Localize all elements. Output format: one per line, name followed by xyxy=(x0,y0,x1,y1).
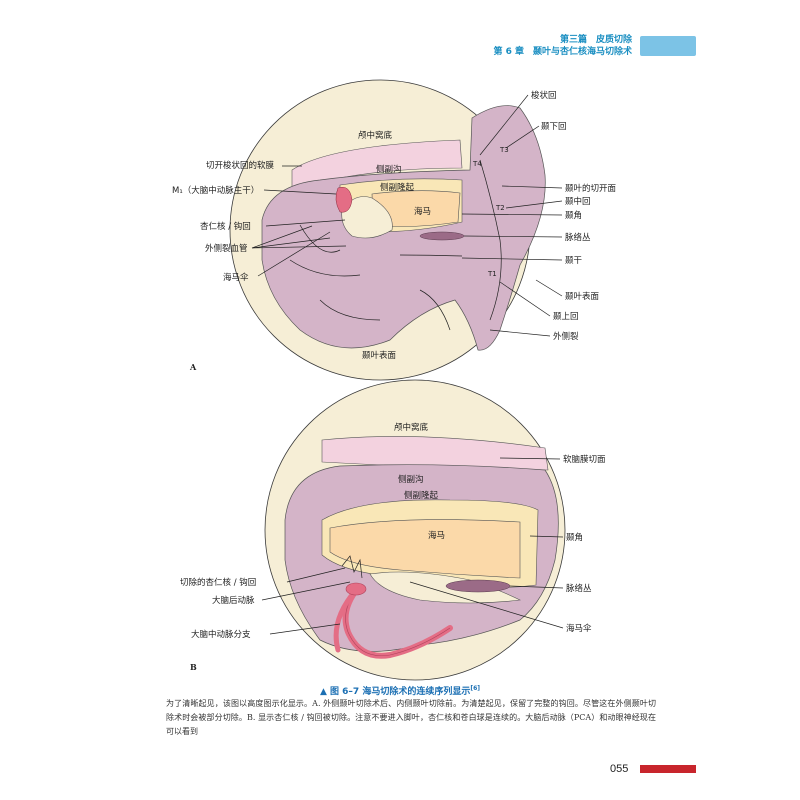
label-b-hippocampus: 海马 xyxy=(428,530,445,541)
caption-ref: [6] xyxy=(470,685,481,692)
figure-a-choroid-plexus xyxy=(419,231,465,241)
page-number: 055 xyxy=(610,763,629,775)
label-a-middle-fossa-floor: 颅中窝底 xyxy=(358,130,393,141)
tag-t3: T3 xyxy=(499,146,509,154)
leader-a-inferior-temporal xyxy=(505,125,540,149)
label-b-pca: 大脑后动脉 xyxy=(212,595,255,606)
page-header: 第三篇 皮质切除 第 6 章 颞叶与杏仁核海马切除术 xyxy=(0,0,800,60)
caption-title: 海马切除术的连续序列显示 xyxy=(362,687,471,697)
leader-a-superior-temporal xyxy=(499,281,551,317)
leader-b-pca xyxy=(261,581,351,601)
figure-b-mca-outline xyxy=(345,587,451,657)
label-a-cut-pia: 切开梭状回的软膜 xyxy=(206,160,275,171)
label-a-temporal-horn: 颞角 xyxy=(565,210,582,221)
leader-a-cut-surface xyxy=(501,185,563,189)
label-b-choroid: 脉络丛 xyxy=(566,583,592,594)
figure-b-choroid-plexus xyxy=(445,579,511,593)
tag-t2: T2 xyxy=(495,204,505,212)
label-a-middle-temporal: 颞中回 xyxy=(565,196,591,207)
label-b-middle-fossa: 颅中窝底 xyxy=(394,422,429,433)
leader-a-amygdala xyxy=(265,219,346,227)
label-a-parahippocampal: 梭状回 xyxy=(531,90,557,101)
figure-a-temporal-edge xyxy=(479,159,502,321)
label-a-temporal-stem: 颞干 xyxy=(565,256,583,266)
panel-a-label: A xyxy=(189,362,197,372)
leader-a-parahippocampal xyxy=(479,94,529,156)
leader-a-choroid xyxy=(463,235,563,238)
label-b-mca-branch: 大脑中动脉分支 xyxy=(191,629,251,640)
label-a-fimbria: 海马伞 xyxy=(223,272,249,283)
label-b-fimbria: 海马伞 xyxy=(566,623,592,634)
label-a-choroid: 脉络丛 xyxy=(565,232,591,243)
leader-b-choroid xyxy=(509,585,564,589)
figure-b-hippocampus xyxy=(329,519,521,579)
leader-a-lateral-surface xyxy=(535,279,563,297)
figure-b-pca xyxy=(345,582,367,596)
caption-body-text: 为了清晰起见，该图以高度图示化显示。A. 外侧颞叶切除术后、内侧颞叶切除前。为清… xyxy=(166,699,656,736)
leader-a-temporal-stem xyxy=(461,257,563,261)
label-a-sylvian-vessels: 外侧裂血管 xyxy=(205,243,248,254)
label-b-lateral-sulcus: 侧副沟 xyxy=(398,474,424,485)
tag-t4: T4 xyxy=(472,160,482,168)
label-a-collateral-eminence: 侧副隆起 xyxy=(380,182,415,193)
label-b-pia-cut: 软脑膜切面 xyxy=(563,454,606,465)
figure-b-mca-branch-2 xyxy=(333,587,359,653)
header-text: 第三篇 皮质切除 第 6 章 颞叶与杏仁核海马切除术 xyxy=(493,34,632,58)
figure-b-resection-edge xyxy=(341,555,363,579)
leader-b-resected-amygdala xyxy=(286,567,346,583)
leader-b-temporal-horn xyxy=(529,535,564,538)
leader-b-mca-branch xyxy=(269,623,341,635)
figure-a-m1-artery xyxy=(335,187,353,213)
caption-number: ▲ 图 6–7 xyxy=(319,687,360,697)
figure-b-fimbria xyxy=(369,571,522,604)
label-a-sylvian-fissure: 外侧裂 xyxy=(553,331,579,342)
footer-accent-bar xyxy=(640,765,696,773)
leader-a-m1 xyxy=(263,189,337,195)
label-a-m1: M₁（大脑中动脉主干） xyxy=(172,185,259,196)
figure-a-sulci xyxy=(289,224,463,331)
leader-a-fimbria xyxy=(257,231,331,277)
label-a-lateral-surface: 颞叶表面 xyxy=(565,291,600,302)
label-a-cut-surface: 颞叶的切开面 xyxy=(565,183,617,194)
panel-b-label: B xyxy=(190,662,197,672)
header-part: 第三篇 皮质切除 xyxy=(559,35,632,45)
label-a-lateral-sulcus: 侧副沟 xyxy=(376,164,402,175)
figure-a: T4 T3 T2 T1 颅中窝底 侧副沟 侧副隆起 海马 颞叶表面 切开梭状回的… xyxy=(172,79,617,381)
leader-a-temporal-horn xyxy=(461,213,563,216)
label-a-temporal-surface-bottom: 颞叶表面 xyxy=(362,350,397,361)
leader-b-pia-cut xyxy=(499,457,561,460)
label-b-resected-amygdala: 切除的杏仁核 / 钩回 xyxy=(180,577,256,588)
figure-a-amygdala xyxy=(341,196,393,239)
label-a-hippocampus: 海马 xyxy=(414,206,431,217)
figure-b: 颅中窝底 侧副沟 侧副隆起 海马 切除的杏仁核 / 钩回 大脑后动脉 大脑中动脉… xyxy=(180,379,606,681)
leader-a-middle-temporal xyxy=(505,200,563,209)
leader-b-fimbria xyxy=(409,581,564,629)
label-a-amygdala: 杏仁核 / 钩回 xyxy=(200,221,251,232)
header-chapter: 第 6 章 颞叶与杏仁核海马切除术 xyxy=(493,47,632,57)
label-a-inferior-temporal: 颞下回 xyxy=(541,122,567,132)
figure-caption: ▲ 图 6–7 海马切除术的连续序列显示[6] xyxy=(0,684,800,697)
label-a-superior-temporal: 颞上回 xyxy=(553,312,579,322)
label-b-temporal-horn: 颞角 xyxy=(566,532,583,543)
leader-a-sylvian-fissure xyxy=(489,329,551,337)
tag-t1: T1 xyxy=(487,270,497,278)
header-accent-bar xyxy=(640,36,696,56)
label-b-collateral-eminence: 侧副隆起 xyxy=(404,490,439,501)
